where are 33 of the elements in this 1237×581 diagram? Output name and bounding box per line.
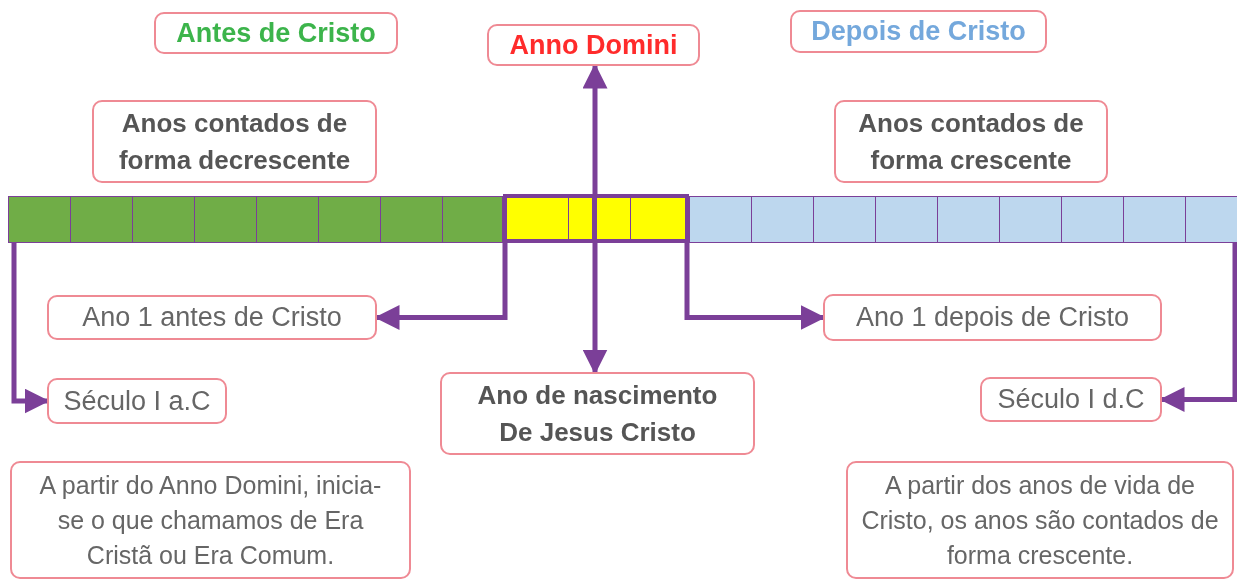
arrow xyxy=(582,63,608,194)
arrow xyxy=(1159,243,1237,412)
label-text: Ano de nascimento De Jesus Cristo xyxy=(476,379,719,449)
label-text: Anos contados de forma decrescente xyxy=(117,107,352,177)
label-box xyxy=(834,100,1108,183)
label-text: A partir do Anno Domini, inicia-se o que chamamos de Era Cristã ou Era Comum. xyxy=(38,469,383,571)
label-box xyxy=(980,377,1162,422)
label-text: Século I a.C xyxy=(62,384,212,418)
arrow xyxy=(374,243,508,330)
label-box xyxy=(487,24,700,66)
arrow xyxy=(11,243,50,414)
label-box xyxy=(10,461,411,579)
label-box xyxy=(154,12,398,54)
label-text: Depois de Cristo xyxy=(810,15,1027,48)
label-box xyxy=(92,100,377,183)
label-box xyxy=(440,372,755,455)
label-text: A partir dos anos de vida de Cristo, os anos são contados de forma crescente. xyxy=(860,469,1220,571)
arrow xyxy=(684,243,826,330)
arrow xyxy=(582,243,608,375)
label-text: Antes de Cristo xyxy=(175,16,377,50)
label-text: Século I d.C xyxy=(996,383,1146,416)
timeline-segment xyxy=(689,196,1237,243)
label-text: Anno Domini xyxy=(508,28,679,62)
timeline-segment xyxy=(503,194,689,243)
label-text: Ano 1 depois de Cristo xyxy=(854,301,1131,334)
label-box xyxy=(47,295,377,340)
label-box xyxy=(823,294,1162,341)
label-box xyxy=(790,10,1047,53)
label-text: Ano 1 antes de Cristo xyxy=(81,301,343,334)
timeline-segment xyxy=(8,196,503,243)
label-box xyxy=(846,461,1234,579)
label-text: Anos contados de forma crescente xyxy=(857,107,1085,177)
label-box xyxy=(47,378,227,424)
